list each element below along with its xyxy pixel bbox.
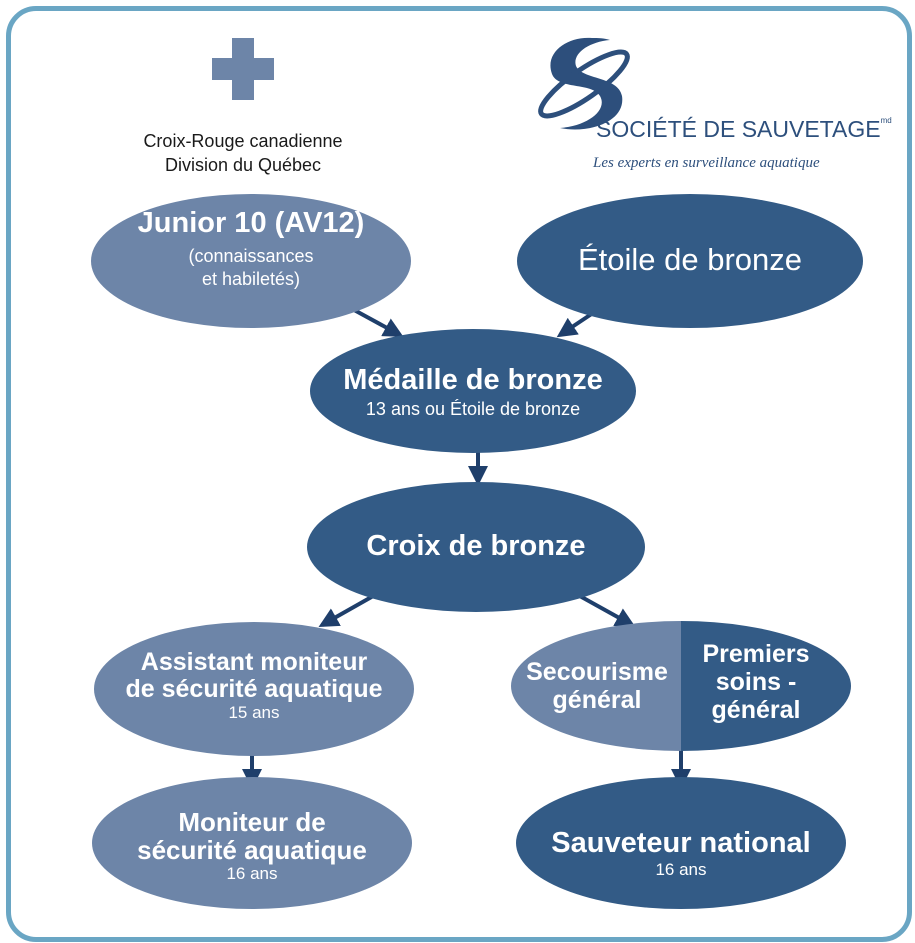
node-junior10-line2: (connaissances [188, 246, 314, 266]
node-secourisme-right1: Premiers [702, 640, 810, 668]
node-assistant-shape [94, 622, 414, 756]
node-assistant-sub: 15 ans [228, 703, 280, 722]
node-secourisme-left: Secourisme général [513, 658, 681, 714]
node-croix-shape [307, 482, 645, 612]
node-moniteur-title2: sécurité aquatique [137, 835, 367, 865]
node-secourisme-left1: Secourisme [526, 658, 668, 686]
node-secourisme-right3: général [711, 696, 801, 724]
trademark-mark: md [880, 116, 892, 125]
node-secourisme-shape-right [681, 621, 851, 751]
node-assistant-title2: de sécurité aquatique [125, 675, 383, 703]
arrow-croix-to-secourisme [577, 593, 636, 627]
node-medaille-title: Médaille de bronze [343, 364, 603, 396]
node-moniteur-title1: Moniteur de [178, 807, 326, 837]
node-etoile-shape [517, 194, 863, 328]
lifesaving-society-icon [538, 37, 630, 130]
node-secourisme-right2: soins - [715, 668, 797, 696]
node-junior10-title: Junior 10 (AV12) [137, 207, 365, 239]
node-moniteur: Moniteur de sécurité aquatique 16 ans [92, 808, 412, 884]
node-croix-title: Croix de bronze [366, 530, 586, 562]
node-sauveteur-title: Sauveteur national [551, 827, 811, 859]
node-moniteur-shape [92, 777, 412, 909]
node-etoile-title: Étoile de bronze [577, 242, 803, 277]
node-sauveteur-sub: 16 ans [655, 860, 707, 879]
node-medaille-shape [310, 329, 636, 453]
node-assistant: Assistant moniteur de sécurité aquatique… [94, 649, 414, 723]
node-secourisme-left2: général [552, 686, 642, 714]
lifesaving-society-name: SOCIÉTÉ DE SAUVETAGEmd [596, 116, 892, 142]
node-medaille: Médaille de bronze 13 ans ou Étoile de b… [310, 364, 636, 420]
red-cross-name: Croix-Rouge canadienne [143, 131, 343, 151]
lifesaving-society-tagline: Les experts en surveillance aquatique [593, 155, 820, 171]
node-secourisme-shape-left [511, 621, 681, 751]
node-assistant-title1: Assistant moniteur [140, 648, 368, 676]
node-junior10-shape [91, 194, 411, 328]
node-junior10: Junior 10 (AV12) (connaissances et habil… [91, 207, 411, 290]
node-moniteur-sub: 16 ans [226, 864, 278, 883]
node-sauveteur-shape [516, 777, 846, 909]
node-sauveteur: Sauveteur national 16 ans [516, 827, 846, 880]
node-croix: Croix de bronze [307, 530, 645, 563]
node-secourisme-right: Premiers soins - général [681, 640, 831, 724]
node-etoile: Étoile de bronze [517, 242, 863, 278]
red-cross-division: Division du Québec [164, 155, 322, 175]
node-medaille-sub: 13 ans ou Étoile de bronze [365, 399, 581, 419]
arrow-croix-to-assistant [318, 593, 376, 627]
node-junior10-line3: et habiletés) [201, 269, 301, 289]
red-cross-icon [212, 38, 274, 100]
